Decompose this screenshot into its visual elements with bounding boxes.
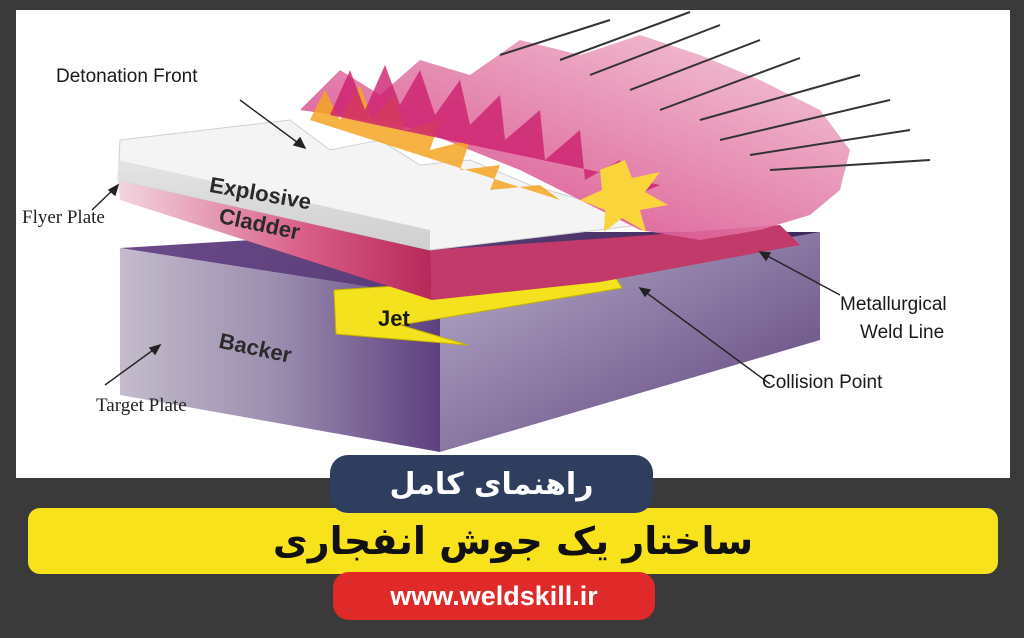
label-metallurgical: Metallurgical (840, 294, 947, 315)
label-jet: Jet (378, 306, 410, 331)
weld-line-arrow (759, 251, 841, 296)
website-badge[interactable]: www.weldskill.ir (333, 572, 655, 620)
collision-point-arrow (639, 287, 771, 385)
label-detonation-front: Detonation Front (56, 66, 198, 87)
cladder-plate (118, 180, 800, 300)
label-target-plate: Target Plate (96, 395, 187, 416)
explosive-front-face (118, 160, 430, 250)
title-text: ساختار یک جوش انفجاری (272, 519, 754, 563)
flame-spikes-orange (310, 85, 560, 200)
explosive-layer (117, 119, 642, 251)
guide-badge: راهنمای کامل (330, 455, 653, 513)
label-collision-point: Collision Point (762, 372, 883, 393)
flash-burst (580, 160, 668, 232)
guide-text: راهنمای کامل (389, 466, 594, 502)
label-flyer-plate: Flyer Plate (22, 207, 105, 228)
detonation-plume (300, 11, 931, 240)
cladder-front-face (118, 180, 432, 300)
speed-streaks (499, 11, 931, 171)
website-url[interactable]: www.weldskill.ir (390, 580, 598, 611)
detonation-front-arrow (239, 99, 306, 149)
flame-spikes-magenta (330, 65, 660, 200)
target-plate-arrow (104, 344, 161, 386)
leader-lines (91, 99, 841, 386)
cladder-right-face (430, 225, 800, 300)
label-weld-line: Weld Line (860, 322, 945, 343)
title-banner: ساختار یک جوش انفجاری (28, 508, 998, 574)
